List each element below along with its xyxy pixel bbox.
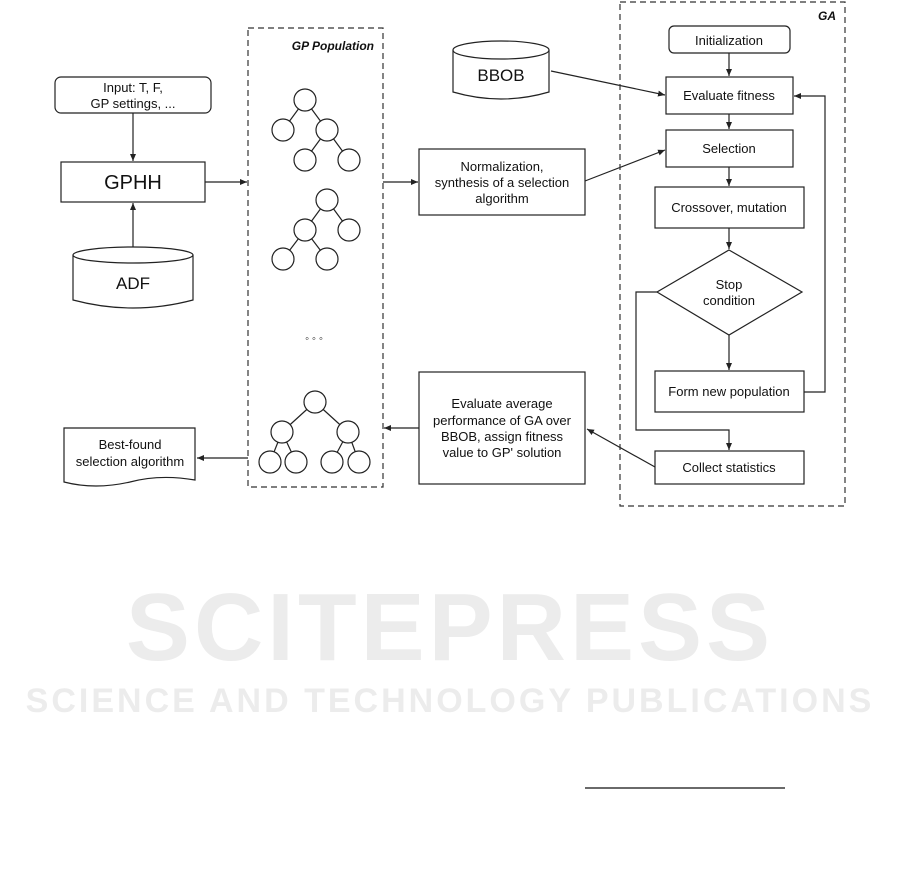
- initialization-box: Initialization: [668, 25, 791, 54]
- form-new-population-box: Form new population: [654, 370, 805, 413]
- best-found-line2: selection algorithm: [76, 454, 184, 469]
- best-found-document: Best-found selection algorithm: [63, 427, 196, 487]
- crossover-box: Crossover, mutation: [654, 186, 805, 229]
- crossover-label: Crossover, mutation: [671, 200, 787, 215]
- normalization-box: Normalization, synthesis of a selection …: [418, 148, 586, 216]
- watermark: SCITEPRESS SCIENCE AND TECHNOLOGY PUBLIC…: [26, 574, 875, 720]
- bbob-database: BBOB: [452, 40, 550, 100]
- population-ellipsis: ◦ ◦ ◦: [305, 333, 323, 345]
- gp-population-group: GP Population ◦ ◦ ◦: [247, 27, 384, 488]
- watermark-subtitle: SCIENCE AND TECHNOLOGY PUBLICATIONS: [26, 682, 875, 720]
- evaluate-line1: Evaluate average: [451, 396, 552, 411]
- bbob-label: BBOB: [477, 66, 524, 85]
- arrow-collect-evaluate: [586, 428, 656, 468]
- evaluate-line4: value to GP' solution: [443, 445, 562, 460]
- gphh-label: GPHH: [104, 172, 162, 194]
- ga-group: GA Initialization Evaluate fitness Selec…: [619, 1, 846, 507]
- input-line1: Input: T, F,: [103, 80, 163, 95]
- arrow-normalization-selection: [584, 149, 666, 182]
- adf-database: ADF: [72, 246, 194, 309]
- input-line2: GP settings, ...: [90, 96, 175, 111]
- best-found-line1: Best-found: [99, 437, 162, 452]
- gp-tree-1: [271, 88, 361, 172]
- stop-line1: Stop: [716, 277, 743, 292]
- evaluate-line3: BBOB, assign fitness: [441, 429, 564, 444]
- normalization-line2: synthesis of a selection: [435, 175, 569, 190]
- adf-label: ADF: [116, 274, 150, 293]
- collect-statistics-box: Collect statistics: [654, 450, 805, 485]
- gphh-box: GPHH: [60, 161, 206, 203]
- collect-label: Collect statistics: [682, 460, 776, 475]
- normalization-line3: algorithm: [475, 191, 528, 206]
- stop-condition-diamond: Stop condition: [655, 249, 804, 336]
- initialization-label: Initialization: [695, 33, 763, 48]
- arrow-stop-collect: [635, 291, 732, 450]
- stop-line2: condition: [703, 293, 755, 308]
- arrow-bbob-evaluate: [550, 70, 666, 97]
- normalization-line1: Normalization,: [460, 159, 543, 174]
- form-new-label: Form new population: [668, 384, 789, 399]
- evaluate-average-box: Evaluate average performance of GA over …: [418, 371, 586, 485]
- gp-tree-3: [258, 390, 371, 474]
- selection-label: Selection: [702, 141, 755, 156]
- evaluate-fitness-box: Evaluate fitness: [665, 76, 794, 115]
- watermark-title: SCITEPRESS: [126, 574, 774, 681]
- evaluate-line2: performance of GA over: [433, 413, 572, 428]
- evaluate-fitness-label: Evaluate fitness: [683, 88, 775, 103]
- selection-box: Selection: [665, 129, 794, 168]
- arrow-loop-back: [794, 93, 826, 393]
- gp-tree-2: [271, 188, 361, 271]
- input-box: Input: T, F, GP settings, ...: [54, 76, 212, 114]
- ga-title: GA: [818, 9, 836, 23]
- gp-population-title: GP Population: [292, 39, 374, 53]
